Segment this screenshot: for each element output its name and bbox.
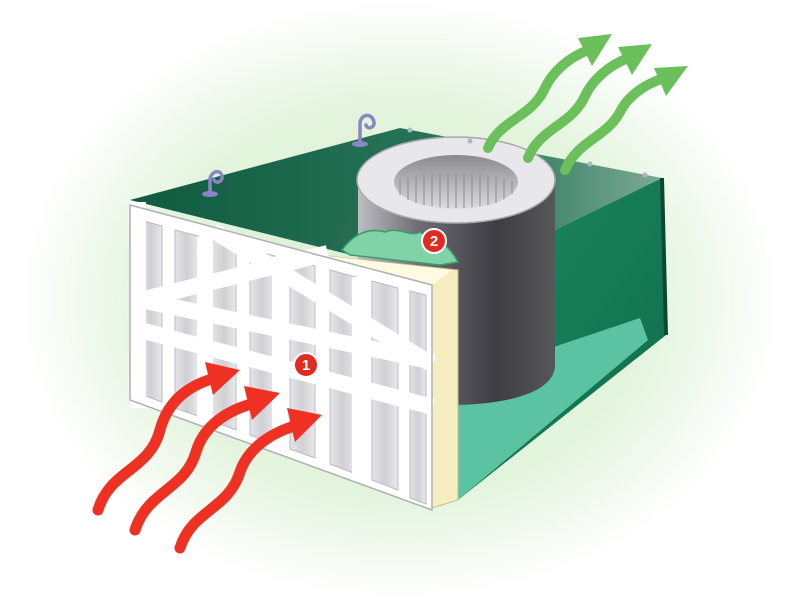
stage-marker-2-label: 2 — [430, 233, 438, 250]
housing-interior-floor — [455, 318, 648, 500]
stage-marker-1-label: 1 — [302, 357, 310, 374]
exhaust-airflow-arrows — [483, 34, 688, 175]
filter-frame-outline — [129, 204, 433, 512]
exhaust-arrow-icon — [523, 44, 652, 163]
stage-marker-1: 1 — [293, 352, 319, 378]
lifting-hook-right-icon — [352, 113, 376, 147]
intake-arrow-icon — [92, 362, 240, 516]
carbon-filter-mesh — [399, 174, 513, 208]
stage-marker-2: 2 — [421, 228, 447, 254]
exhaust-arrow-icon — [483, 34, 612, 153]
exhaust-arrow-icon — [560, 66, 688, 175]
housing-right-edge — [660, 177, 668, 336]
intake-arrow-icon — [174, 408, 322, 554]
intake-arrow-icon — [129, 386, 280, 536]
lifting-hook-left-icon — [202, 169, 224, 197]
intake-airflow-arrows — [92, 362, 322, 554]
